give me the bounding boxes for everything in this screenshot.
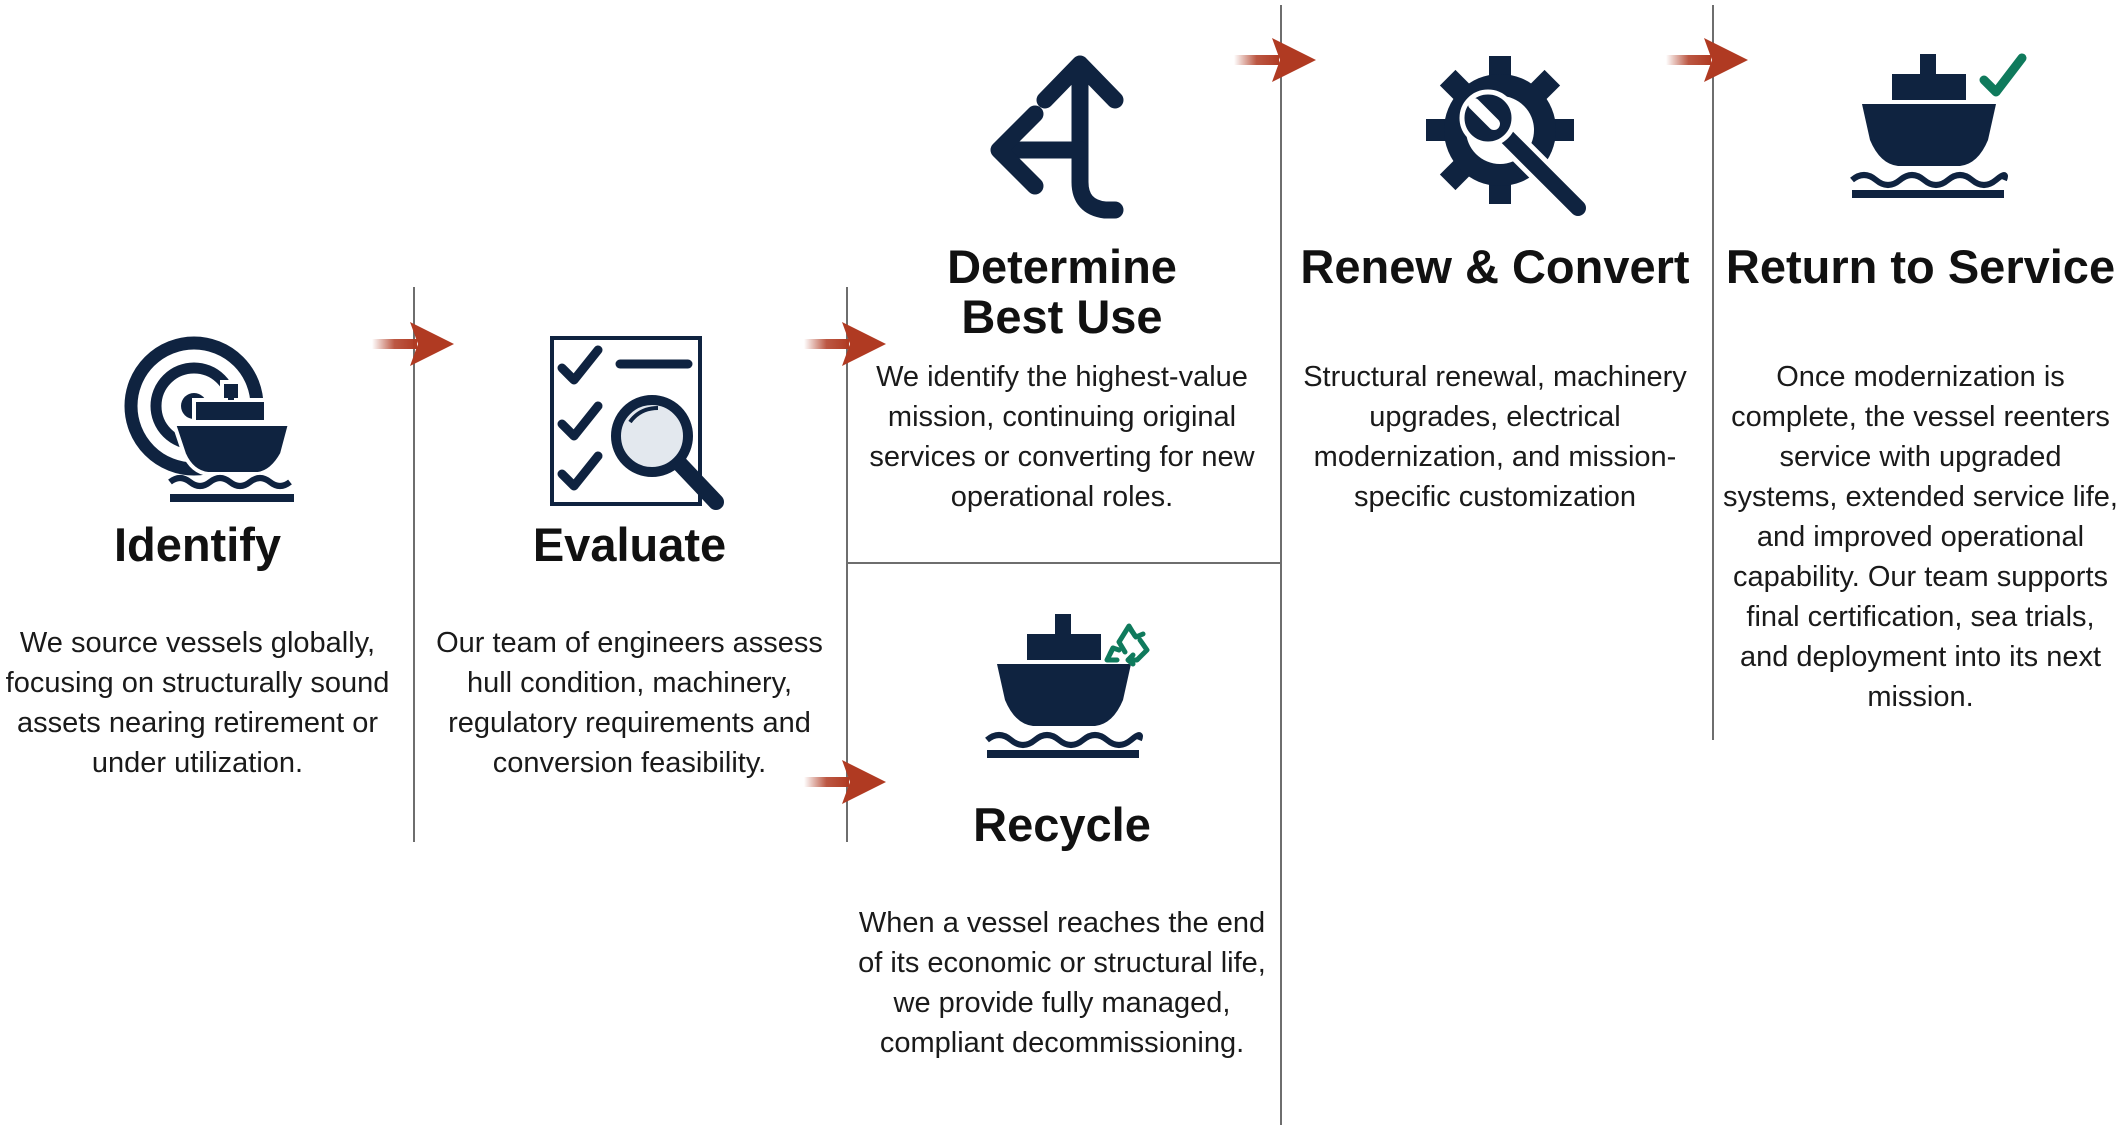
- step-return: Return to Service Once modernization is …: [1722, 242, 2119, 717]
- divider-identify-evaluate: [413, 287, 415, 842]
- step-renew: Renew & Convert Structural renewal, mach…: [1290, 242, 1700, 517]
- divider-determine-recycle: [846, 562, 1282, 564]
- arrow-identify-to-evaluate: [372, 322, 454, 366]
- divider-determine-renew: [1280, 5, 1282, 1125]
- step-recycle: Recycle When a vessel reaches the end of…: [858, 800, 1266, 1063]
- arrow-determine-to-renew: [1234, 38, 1316, 82]
- step-title: Recycle: [973, 798, 1151, 851]
- step-description: Once modernization is complete, the vess…: [1723, 361, 2118, 713]
- checklist-magnifier-icon: [550, 336, 724, 510]
- step-identify: Identify We source vessels globally, foc…: [0, 520, 395, 783]
- ship-recycle-icon: [985, 614, 1150, 758]
- step-evaluate: Evaluate Our team of engineers assess hu…: [432, 520, 827, 783]
- divider-evaluate-determine: [846, 287, 848, 842]
- arrow-renew-to-return: [1666, 38, 1748, 82]
- target-ship-icon: [124, 336, 294, 502]
- ship-check-icon: [1850, 53, 2027, 198]
- step-description: We source vessels globally, focusing on …: [5, 627, 390, 779]
- step-title: Return to Service: [1725, 240, 2116, 293]
- divider-renew-return: [1712, 5, 1714, 740]
- step-description: Structural renewal, machinery upgrades, …: [1303, 361, 1687, 513]
- step-title: Renew & Convert: [1300, 240, 1690, 293]
- arrow-evaluate-to-determine: [804, 322, 886, 366]
- step-title: Identify: [113, 518, 282, 571]
- step-description: We identify the highest-value mission, c…: [869, 361, 1255, 513]
- step-title: Determine Best Use: [947, 240, 1177, 343]
- gear-wrench-icon: [1426, 56, 1591, 221]
- split-arrow-icon: [990, 55, 1124, 219]
- step-determine: Determine Best Use We identify the highe…: [858, 242, 1266, 517]
- arrow-evaluate-to-recycle: [804, 760, 886, 804]
- step-title: Evaluate: [532, 518, 727, 571]
- step-description: Our team of engineers assess hull condit…: [436, 627, 823, 779]
- step-description: When a vessel reaches the end of its eco…: [858, 907, 1266, 1059]
